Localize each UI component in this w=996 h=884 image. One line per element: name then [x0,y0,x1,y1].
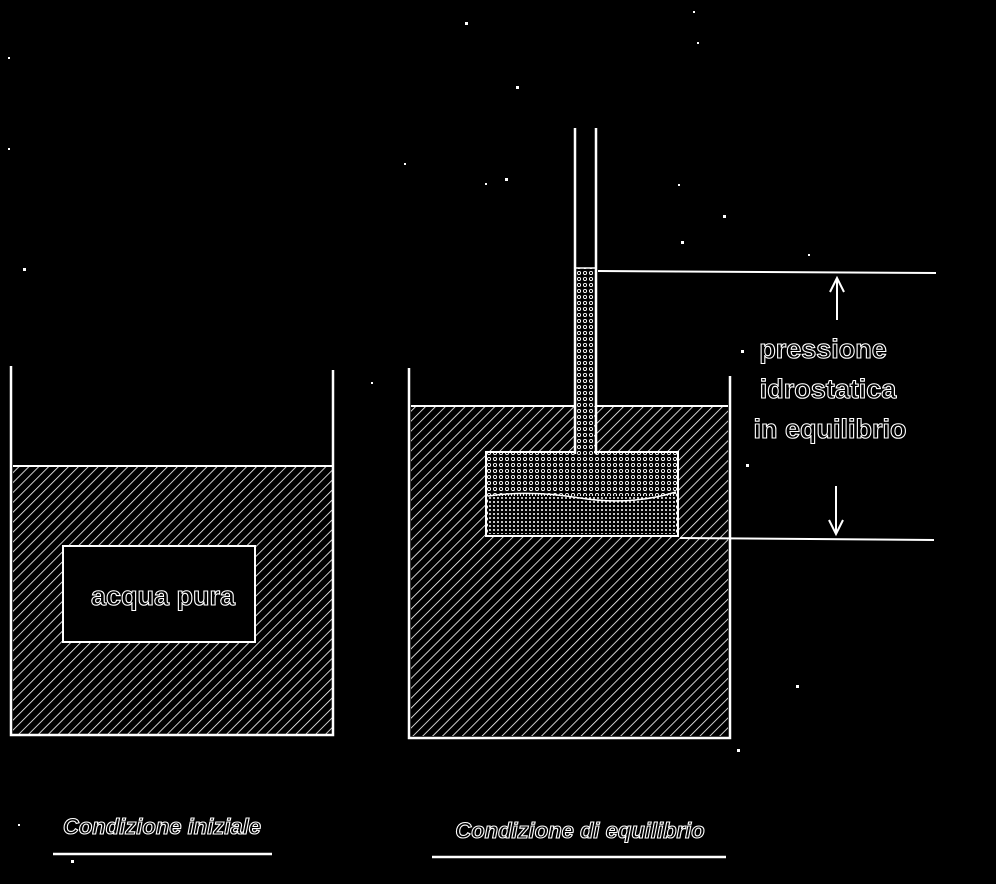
label-box [62,545,256,643]
left-label: acqua pura [91,581,236,611]
annotation-line-3: in equilibrio [754,414,907,444]
right-beaker-outline [407,368,732,740]
bottom-level-line [679,537,935,541]
top-level-line [597,270,937,274]
pressure-arrow-up [829,275,845,320]
solute-boundary [487,491,677,502]
annotation-line-1: pressione [759,334,887,364]
left-caption: Condizione iniziale [63,814,261,839]
right-caption: Condizione di equilibrio [455,818,704,843]
right-beaker [407,128,732,740]
left-beaker: acqua pura [9,366,335,737]
annotation-line-2: idrostatica [760,374,898,404]
pressure-arrow-down [828,486,844,537]
left-beaker-outline [9,366,335,737]
capillary-column [576,268,594,454]
dense-solute-layer [488,496,676,534]
noise-specks [8,11,810,863]
